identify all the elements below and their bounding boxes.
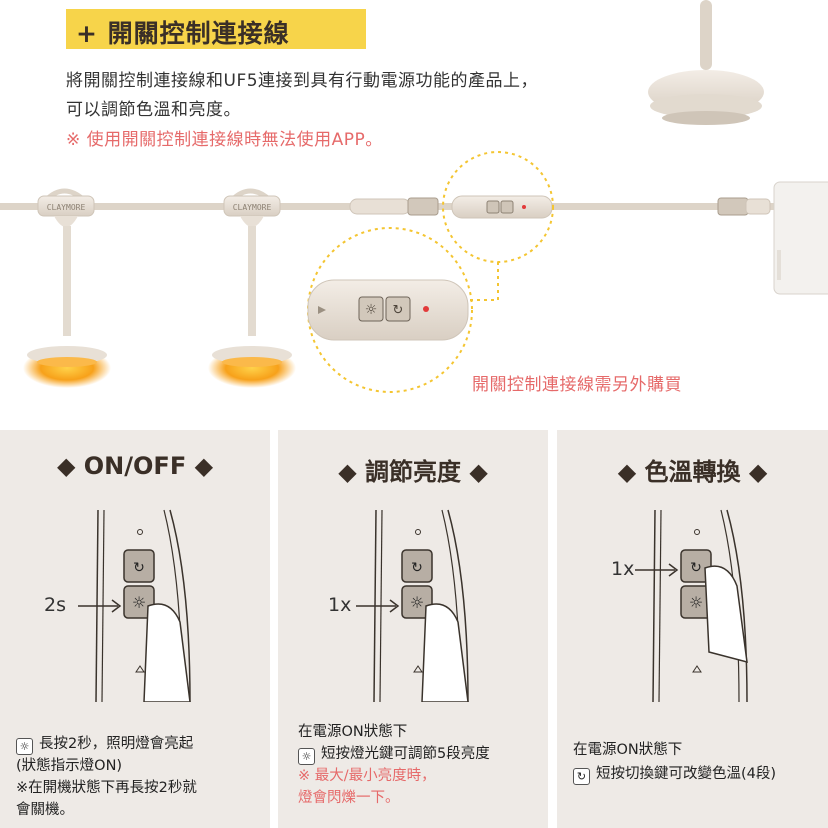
panel-heading: ◆ 色溫轉換 ◆ <box>617 458 768 486</box>
panel-heading: ◆ 調節亮度 ◆ <box>338 458 488 486</box>
warning-line: ※ 最大/最小亮度時， <box>298 768 436 784</box>
string-lamp-1: CLAYMORE <box>23 188 111 388</box>
panel-heading: ◆ ON/OFF ◆ <box>56 452 214 480</box>
svg-text:↻: ↻ <box>411 560 423 576</box>
svg-text:☼: ☼ <box>132 593 146 612</box>
svg-text:☼: ☼ <box>689 593 703 612</box>
instruction-line: ☼長按2秒，照明燈會亮起 <box>16 734 193 755</box>
panel-brightness: ◆ 調節亮度 ◆ ↻ ☼ 1x 在電源ON狀態下 ☼短按燈光鍵可調節5段亮度 ※… <box>278 430 548 828</box>
app-warning-note: ※ 使用開關控制連接線時無法使用APP。 <box>66 130 383 150</box>
brand-label: CLAYMORE <box>47 203 86 212</box>
svg-text:↻: ↻ <box>393 303 404 318</box>
product-illustration: CLAYMORE CLAYMORE <box>0 0 828 393</box>
sun-icon: ☼ <box>298 748 315 765</box>
instruction-line: ☼短按燈光鍵可調節5段亮度 <box>298 744 490 765</box>
cable-switch-zoomed: ☼ ↻ <box>307 279 469 341</box>
sun-icon: ☼ <box>16 738 33 755</box>
svg-text:↻: ↻ <box>690 560 702 576</box>
purchase-note: 開關控制連接線需另外購買 <box>472 375 682 395</box>
svg-text:☼: ☼ <box>365 302 378 318</box>
panel-on-off: ◆ ON/OFF ◆ ↻ ☼ 2s ☼長按2秒，照明燈會亮起 (狀態指示燈ON)… <box>0 430 270 828</box>
switch-press-illustration: ↻ ☼ <box>356 509 469 702</box>
svg-text:↻: ↻ <box>133 560 145 576</box>
lamp-base-illustration <box>648 0 764 125</box>
description-line-2: 可以調節色溫和亮度。 <box>66 100 241 120</box>
cycle-icon: ↻ <box>573 768 590 785</box>
title-highlight-bar <box>66 9 366 49</box>
instruction-line: (狀態指示燈ON) <box>16 758 123 774</box>
sun-button-illustration <box>123 585 155 619</box>
press-count-label: 1x <box>328 594 352 616</box>
instruction-line: 在電源ON狀態下 <box>573 742 683 758</box>
description-line-1: 將開關控制連接線和UF5連接到具有行動電源功能的產品上， <box>66 71 539 91</box>
string-lamp-2: CLAYMORE <box>208 188 296 388</box>
instruction-line: ↻短按切換鍵可改變色溫(4段) <box>573 764 776 785</box>
instruction-line: 在電源ON狀態下 <box>298 724 408 740</box>
svg-text:☼: ☼ <box>410 593 424 612</box>
panel-color-temperature: ◆ 色溫轉換 ◆ ↻ ☼ 1x 在電源ON狀態下 ↻短按切換鍵可改變色溫(4段) <box>557 430 828 828</box>
cable-switch-small <box>451 195 553 219</box>
cycle-button-illustration <box>123 549 155 583</box>
instruction-line: ※在開機狀態下再長按2秒就 <box>16 780 197 796</box>
power-bank-illustration <box>773 181 828 295</box>
instruction-line: 會關機。 <box>16 802 74 818</box>
press-count-label: 1x <box>611 558 635 580</box>
switch-press-illustration: ↻ ☼ <box>78 509 191 702</box>
page-title: + 開關控制連接線 <box>76 19 290 48</box>
switch-press-illustration: ↻ ☼ <box>635 509 748 702</box>
brand-label: CLAYMORE <box>233 203 272 212</box>
press-duration-label: 2s <box>44 594 66 616</box>
warning-line: 燈會閃爍一下。 <box>298 790 400 806</box>
